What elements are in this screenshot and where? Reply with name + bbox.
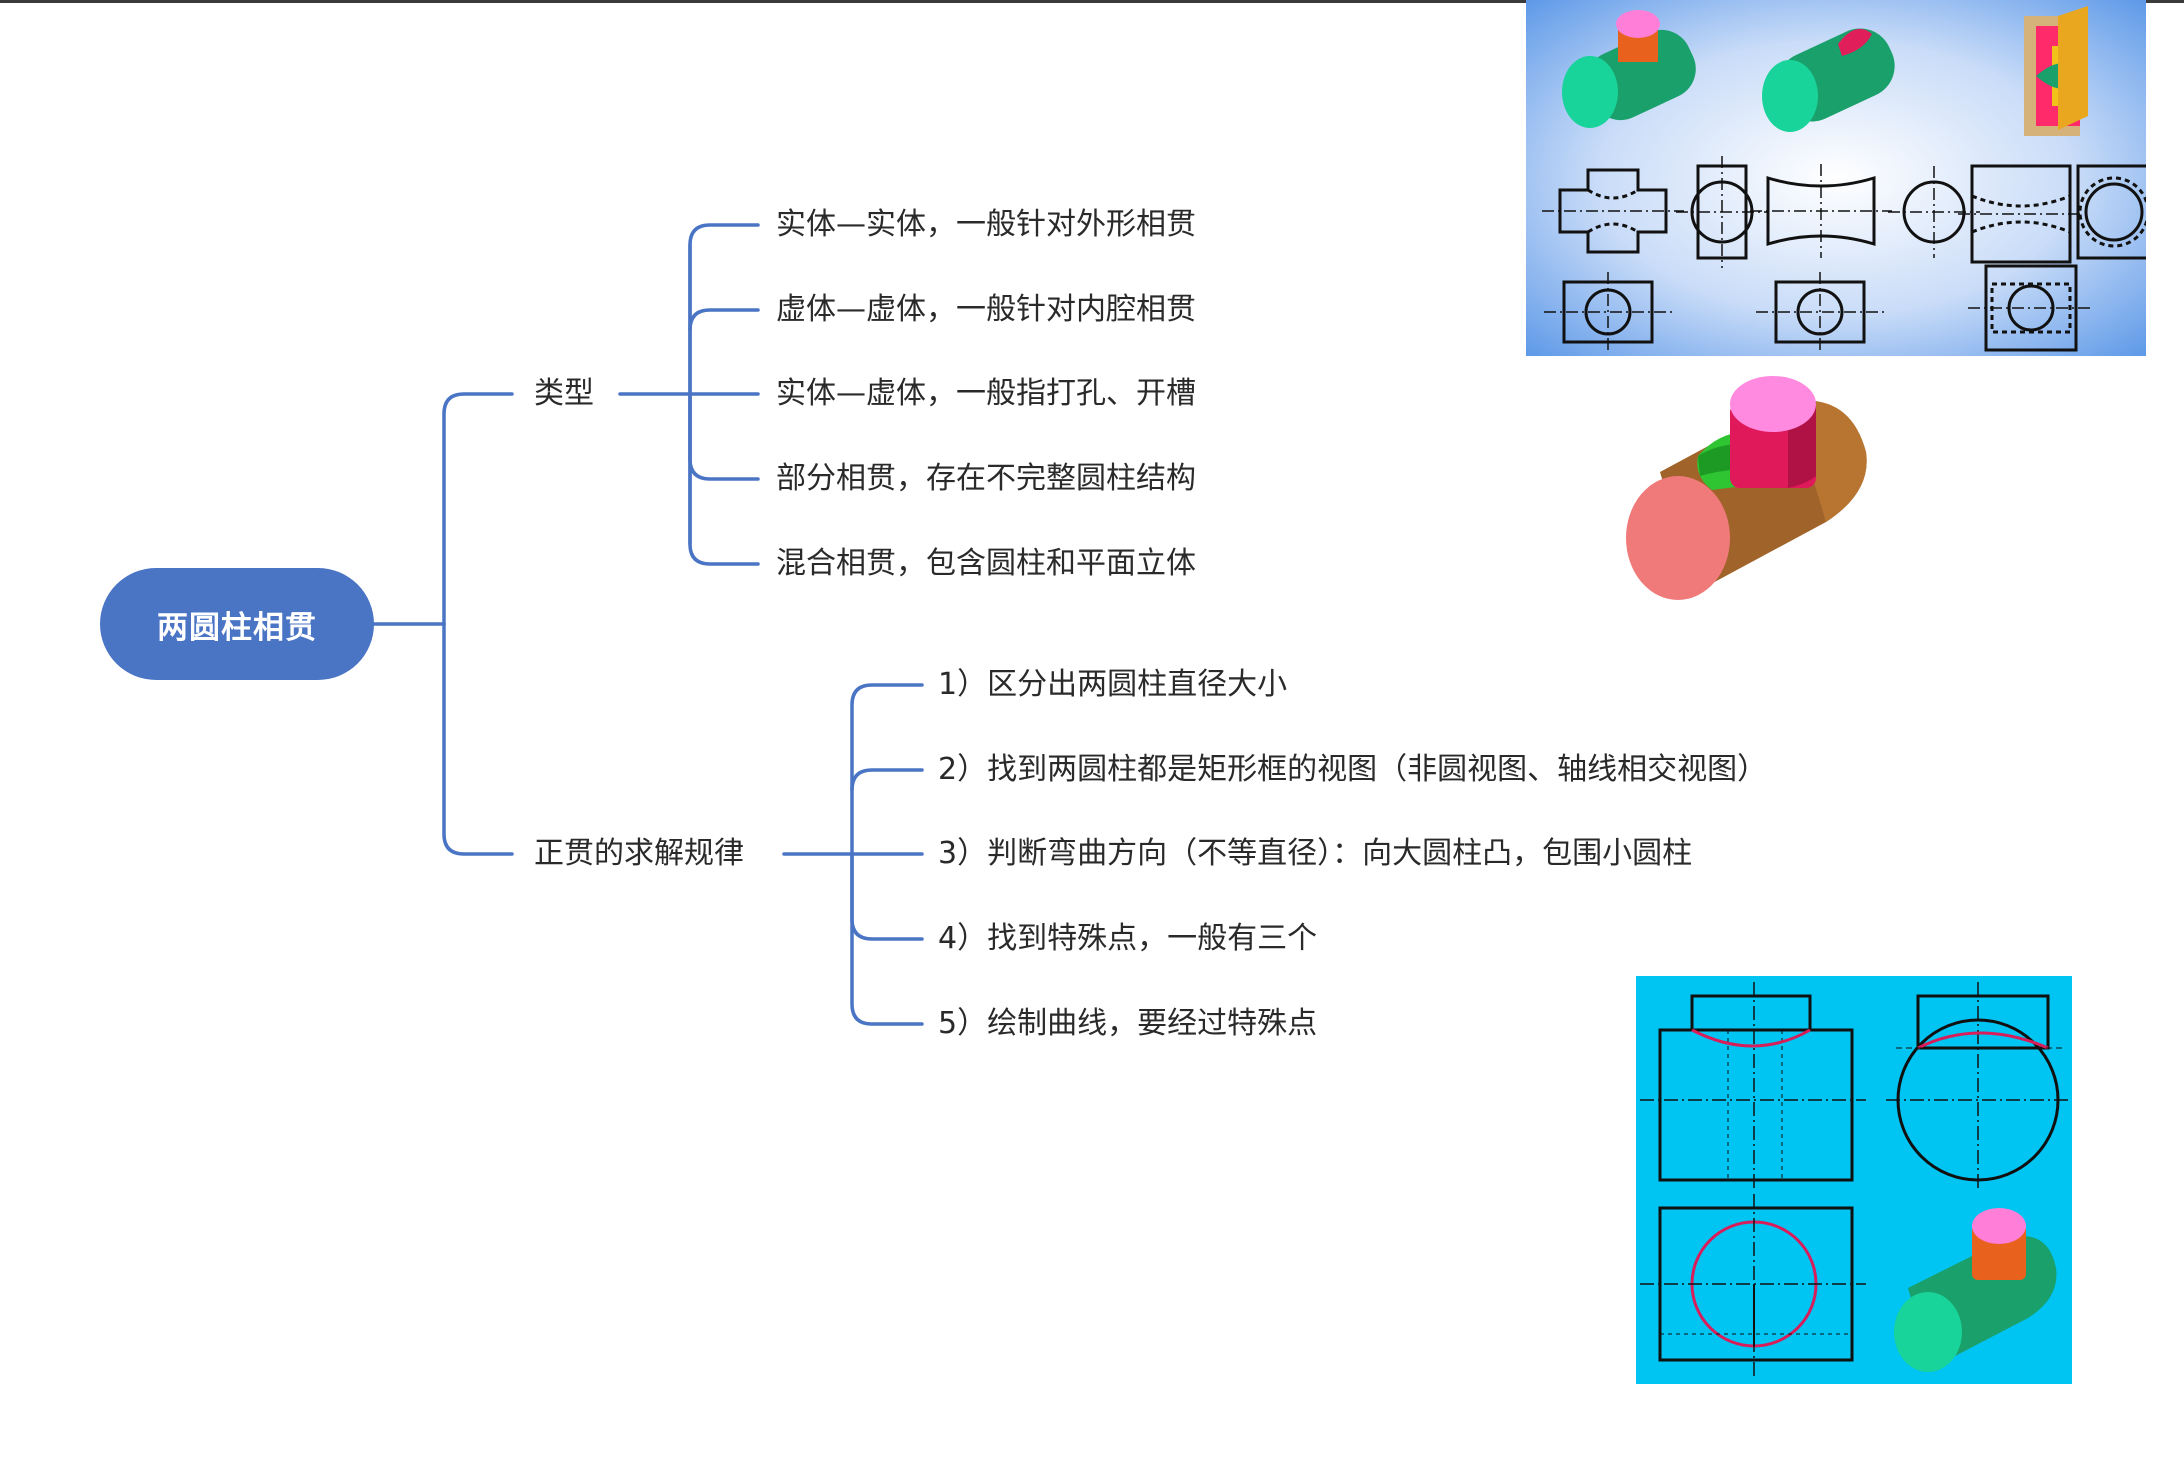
three-intersection-types-panel [1526, 0, 2146, 356]
types-item-4[interactable]: 部分相贯，存在不完整圆柱结构 [776, 461, 1196, 496]
side-view-3 [2076, 164, 2146, 260]
connector-b2-item-2 [850, 768, 924, 792]
connector-b2-item-4 [850, 852, 924, 941]
connector-b1-item-2 [688, 308, 760, 332]
cutaway-model [2024, 6, 2088, 136]
connector-branch-2 [442, 622, 514, 856]
isometric-model [1894, 1208, 2057, 1372]
types-item-5[interactable]: 混合相贯，包含圆柱和平面立体 [776, 546, 1196, 581]
connector-b2-item-1 [850, 683, 924, 856]
top-view-2 [1756, 272, 1884, 352]
front-view-3 [1958, 164, 2084, 264]
rules-item-3[interactable]: 3）判断弯曲方向（不等直径）：向大圆柱凸，包围小圆柱 [938, 836, 1693, 871]
solid-solid-model [1562, 10, 1696, 128]
branch-label-types[interactable]: 类型 [534, 376, 594, 411]
top-view-3 [1968, 264, 2094, 352]
front-view [1640, 982, 1866, 1190]
root-topic[interactable]: 两圆柱相贯 [100, 568, 374, 680]
side-view-1 [1676, 156, 1768, 268]
hollow-model [1762, 28, 1895, 132]
types-item-3[interactable]: 实体—虚体，一般指打孔、开槽 [776, 376, 1196, 411]
rules-item-2[interactable]: 2）找到两圆柱都是矩形框的视图（非圆视图、轴线相交视图） [938, 752, 1768, 787]
top-view-1 [1544, 272, 1672, 352]
top-view [1640, 1194, 1866, 1376]
types-item-2[interactable]: 虚体—虚体，一般针对内腔相贯 [776, 292, 1196, 327]
types-item-1[interactable]: 实体—实体，一般针对外形相贯 [776, 207, 1196, 242]
rules-item-5[interactable]: 5）绘制曲线，要经过特殊点 [938, 1006, 1318, 1041]
rules-item-4[interactable]: 4）找到特殊点，一般有三个 [938, 921, 1318, 956]
top-border [0, 0, 2184, 3]
side-view-2 [1888, 166, 1980, 258]
brown-cylinder-with-boss-model [1626, 376, 1867, 600]
front-view-2 [1750, 164, 1892, 258]
connector-b2-item-5 [850, 852, 924, 1026]
branch-label-rules[interactable]: 正贯的求解规律 [534, 836, 744, 871]
connector-b1-item-4 [688, 392, 760, 481]
side-view [1886, 982, 2068, 1190]
connector-branch-1 [442, 392, 514, 626]
rules-item-1[interactable]: 1）区分出两圆柱直径大小 [938, 667, 1288, 702]
front-view-1 [1542, 168, 1684, 254]
projection-views-panel [1636, 976, 2072, 1384]
